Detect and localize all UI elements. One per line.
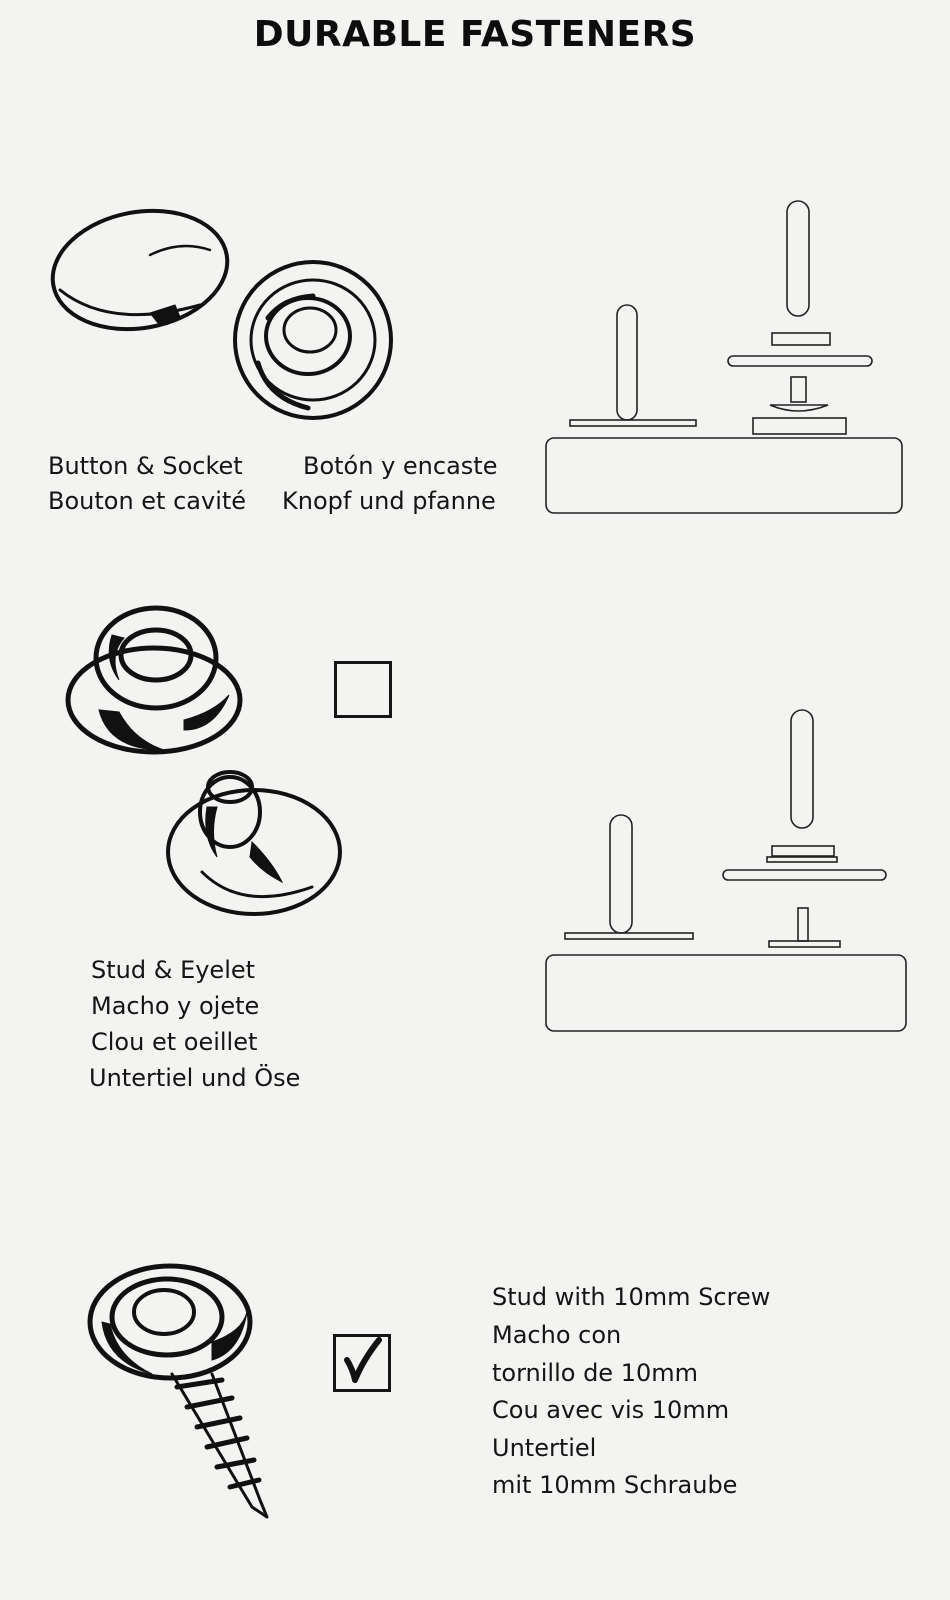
socket-illustration <box>233 260 393 420</box>
label-fr: Cou avec vis 10mm <box>492 1396 730 1424</box>
label-en: Button & Socket <box>48 452 243 480</box>
stud-eyelet-checkbox[interactable] <box>334 661 392 718</box>
button-socket-install-diagram <box>545 200 903 514</box>
label-fr: Clou et oeillet <box>91 1028 258 1056</box>
button-illustration <box>50 208 230 332</box>
stud-illustration <box>65 605 243 755</box>
label-es: Botón y encaste <box>303 452 498 480</box>
label-fr: Bouton et cavité <box>48 487 247 515</box>
eyelet-illustration <box>166 770 342 916</box>
label-de: Untertiel und Öse <box>89 1064 301 1092</box>
check-mark-icon <box>344 1337 382 1383</box>
label-es: Macho y ojete <box>91 992 260 1020</box>
stud-screw-illustration <box>87 1263 269 1519</box>
label-de: Knopf und pfanne <box>282 487 496 515</box>
label-en: Stud with 10mm Screw <box>492 1283 771 1311</box>
page-title: DURABLE FASTENERS <box>253 14 697 55</box>
label-es-1: Macho con <box>492 1321 622 1349</box>
stud-eyelet-install-diagram <box>545 709 907 1032</box>
label-en: Stud & Eyelet <box>91 956 256 984</box>
label-es-2: tornillo de 10mm <box>492 1359 698 1387</box>
stud-screw-checkbox[interactable] <box>333 1334 391 1392</box>
label-de-2: mit 10mm Schraube <box>492 1471 738 1499</box>
label-de-1: Untertiel <box>492 1434 597 1462</box>
